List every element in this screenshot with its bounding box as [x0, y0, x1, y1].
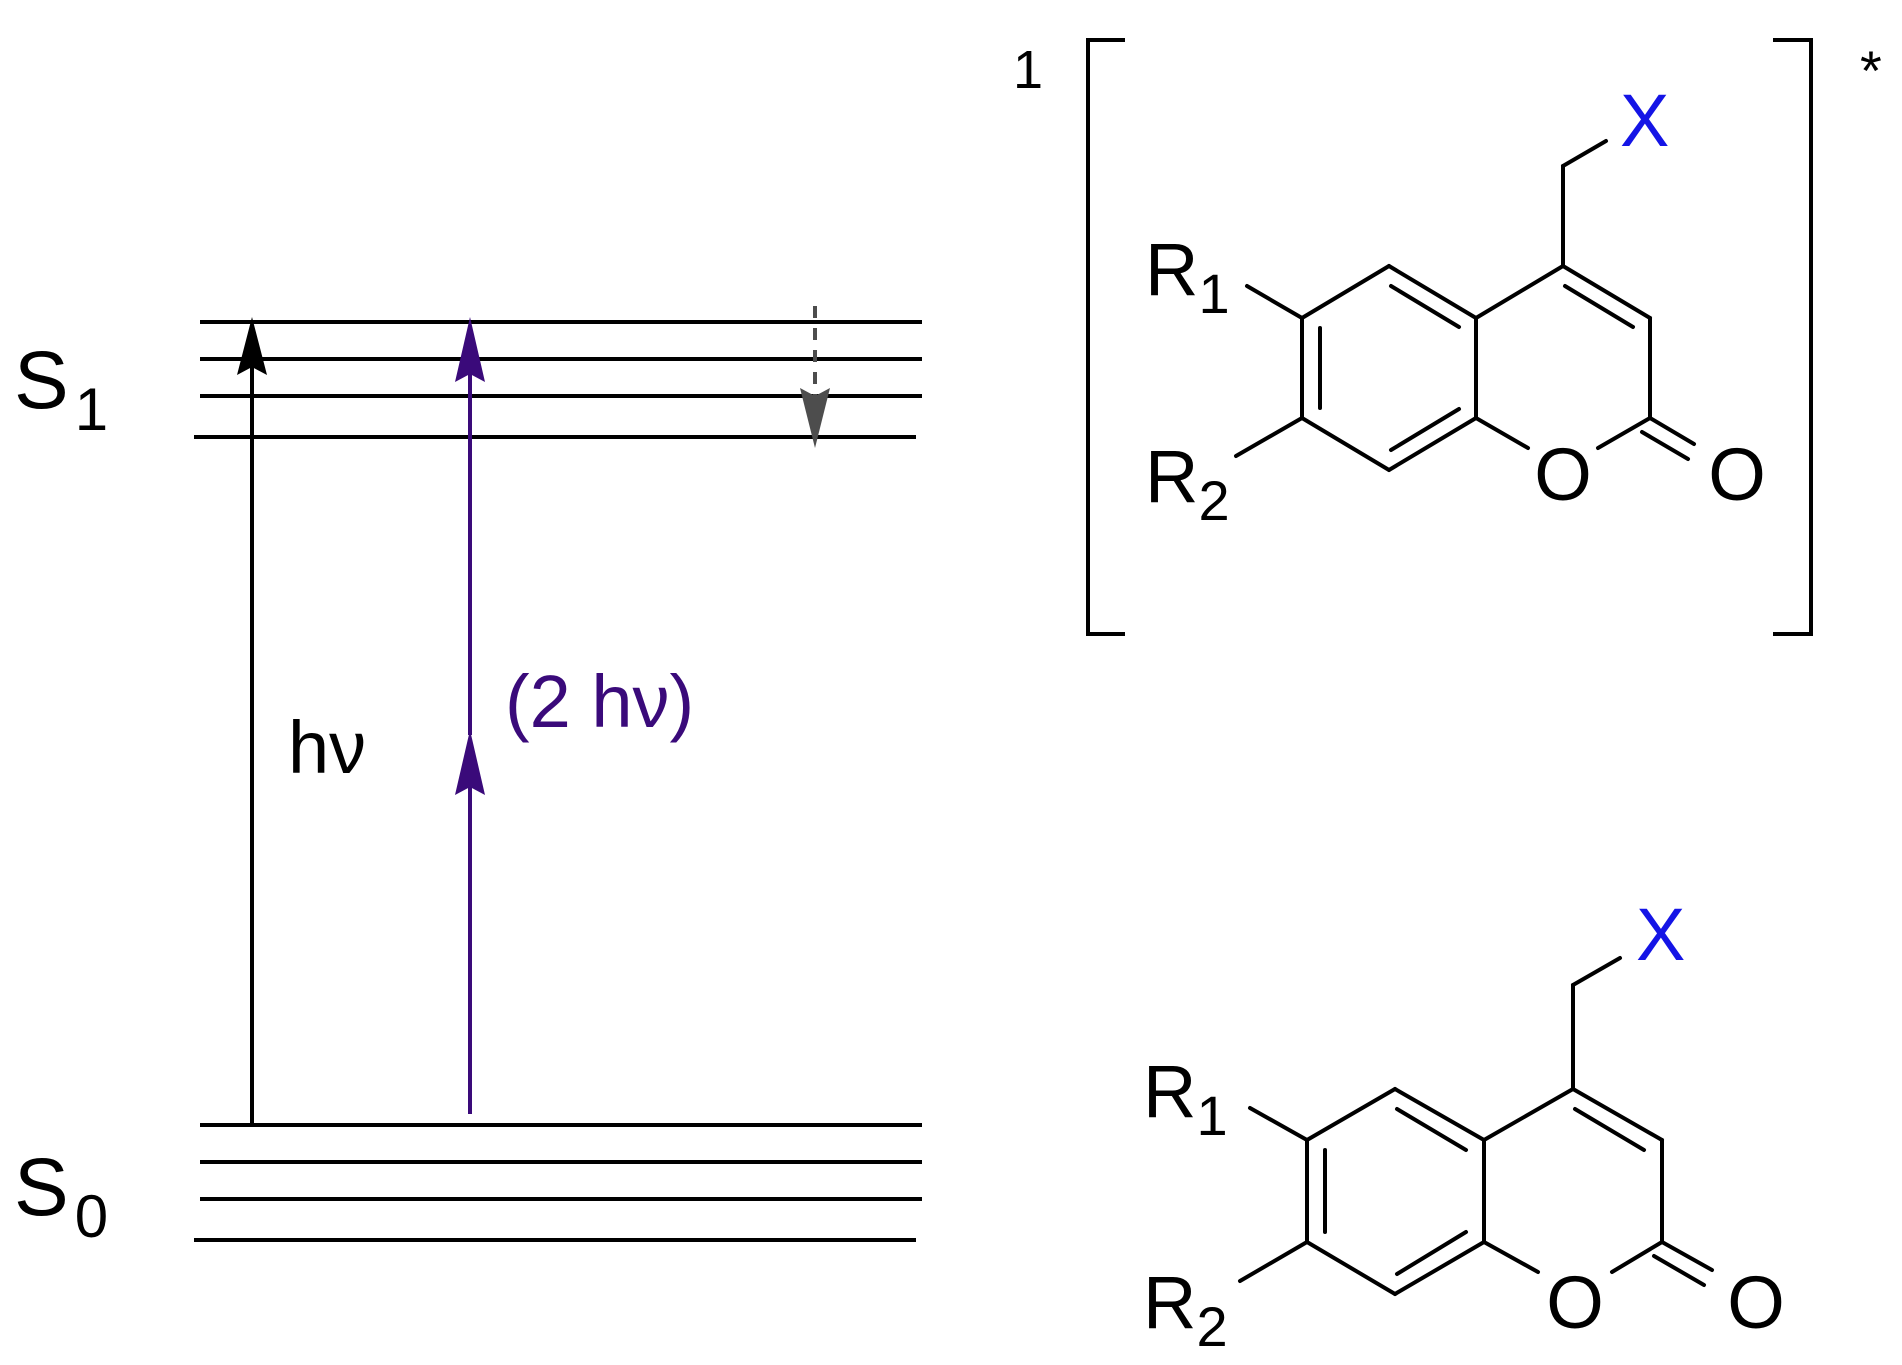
bond: [1596, 416, 1652, 450]
two-photon-arrow-head-upper: [455, 317, 485, 382]
s1-label-sub: 1: [75, 376, 108, 443]
bond: [1305, 1240, 1397, 1296]
ground-r1-sub: 1: [1196, 1084, 1227, 1147]
excited-r2-label: R2: [1145, 435, 1230, 532]
excited-r1-label: R1: [1145, 228, 1230, 325]
bond: [1561, 139, 1608, 168]
double-bond-inner: [1389, 407, 1461, 452]
left-bracket: [1086, 38, 1125, 636]
s1-energy-levels: [194, 320, 922, 439]
excited-r1-main: R: [1145, 228, 1198, 311]
two-photon-label: (2 hν): [505, 660, 694, 743]
excited-molecule-bonds: [1234, 139, 1696, 472]
bond: [1482, 1087, 1575, 1142]
one-photon-arrow-head: [237, 317, 267, 375]
bond: [1474, 416, 1530, 450]
double-bond-inner: [1573, 1107, 1646, 1152]
carbonyl-bond: [1652, 1254, 1706, 1287]
double-bond-inner: [1395, 1230, 1468, 1276]
vibrational-relaxation-arrow: [800, 306, 830, 448]
one-photon-label: hν: [288, 706, 366, 789]
carbonyl-bond: [1640, 430, 1690, 461]
ground-carbonyl-oxygen: O: [1727, 1261, 1785, 1344]
bond: [1393, 1087, 1486, 1142]
double-bond-inner: [1389, 284, 1461, 329]
s0-label-main: S: [14, 1142, 69, 1233]
excited-state-asterisk: *: [1860, 39, 1882, 102]
bond: [1610, 1240, 1664, 1274]
double-bond-inner: [1395, 1107, 1468, 1152]
relaxation-arrow-head: [800, 388, 830, 448]
ground-r2-sub: 2: [1196, 1295, 1227, 1358]
two-photon-arrow-head-lower: [455, 730, 485, 795]
bond: [1571, 1087, 1664, 1142]
bond: [1561, 264, 1652, 320]
bond: [1387, 416, 1478, 472]
ground-r2-label: R2: [1143, 1261, 1228, 1358]
bond: [1300, 264, 1391, 320]
ground-molecule: X R1 R2 O O: [1143, 893, 1785, 1358]
ground-leaving-group-x: X: [1636, 893, 1685, 976]
bond: [1300, 416, 1391, 472]
bond: [1474, 264, 1565, 320]
bond: [1482, 1240, 1540, 1274]
excited-molecule: 1 *: [1013, 38, 1882, 636]
excited-r1-sub: 1: [1198, 262, 1229, 325]
bond: [1234, 416, 1304, 458]
ground-molecule-bonds: [1238, 956, 1714, 1296]
bond: [1571, 956, 1622, 987]
bond: [1305, 1087, 1397, 1142]
bond: [1387, 264, 1478, 320]
excited-ring-oxygen: O: [1534, 433, 1592, 516]
two-photon-absorption-arrow: [455, 317, 485, 1114]
excited-r2-sub: 2: [1198, 469, 1229, 532]
ground-r2-main: R: [1143, 1261, 1196, 1344]
s0-label-sub: 0: [75, 1183, 108, 1250]
carbonyl-bond: [1648, 416, 1696, 446]
bond: [1238, 1240, 1309, 1283]
carbonyl-bond: [1660, 1240, 1714, 1272]
ground-r1-label: R1: [1143, 1050, 1228, 1147]
ground-ring-oxygen: O: [1546, 1261, 1604, 1344]
double-bond-inner: [1563, 284, 1635, 329]
excited-molecule-brackets: [1086, 38, 1813, 636]
excited-leaving-group-x: X: [1620, 79, 1669, 162]
excited-carbonyl-oxygen: O: [1708, 433, 1766, 516]
s0-energy-levels: [194, 1123, 922, 1242]
ground-r1-main: R: [1143, 1050, 1196, 1133]
right-bracket: [1773, 38, 1813, 636]
multiplicity-label: 1: [1013, 40, 1043, 100]
bond: [1393, 1240, 1486, 1296]
one-photon-absorption-arrow: [237, 317, 267, 1124]
bond: [1248, 1106, 1309, 1142]
excited-r2-main: R: [1145, 435, 1198, 518]
s1-label-main: S: [14, 335, 69, 426]
bond: [1245, 284, 1304, 320]
